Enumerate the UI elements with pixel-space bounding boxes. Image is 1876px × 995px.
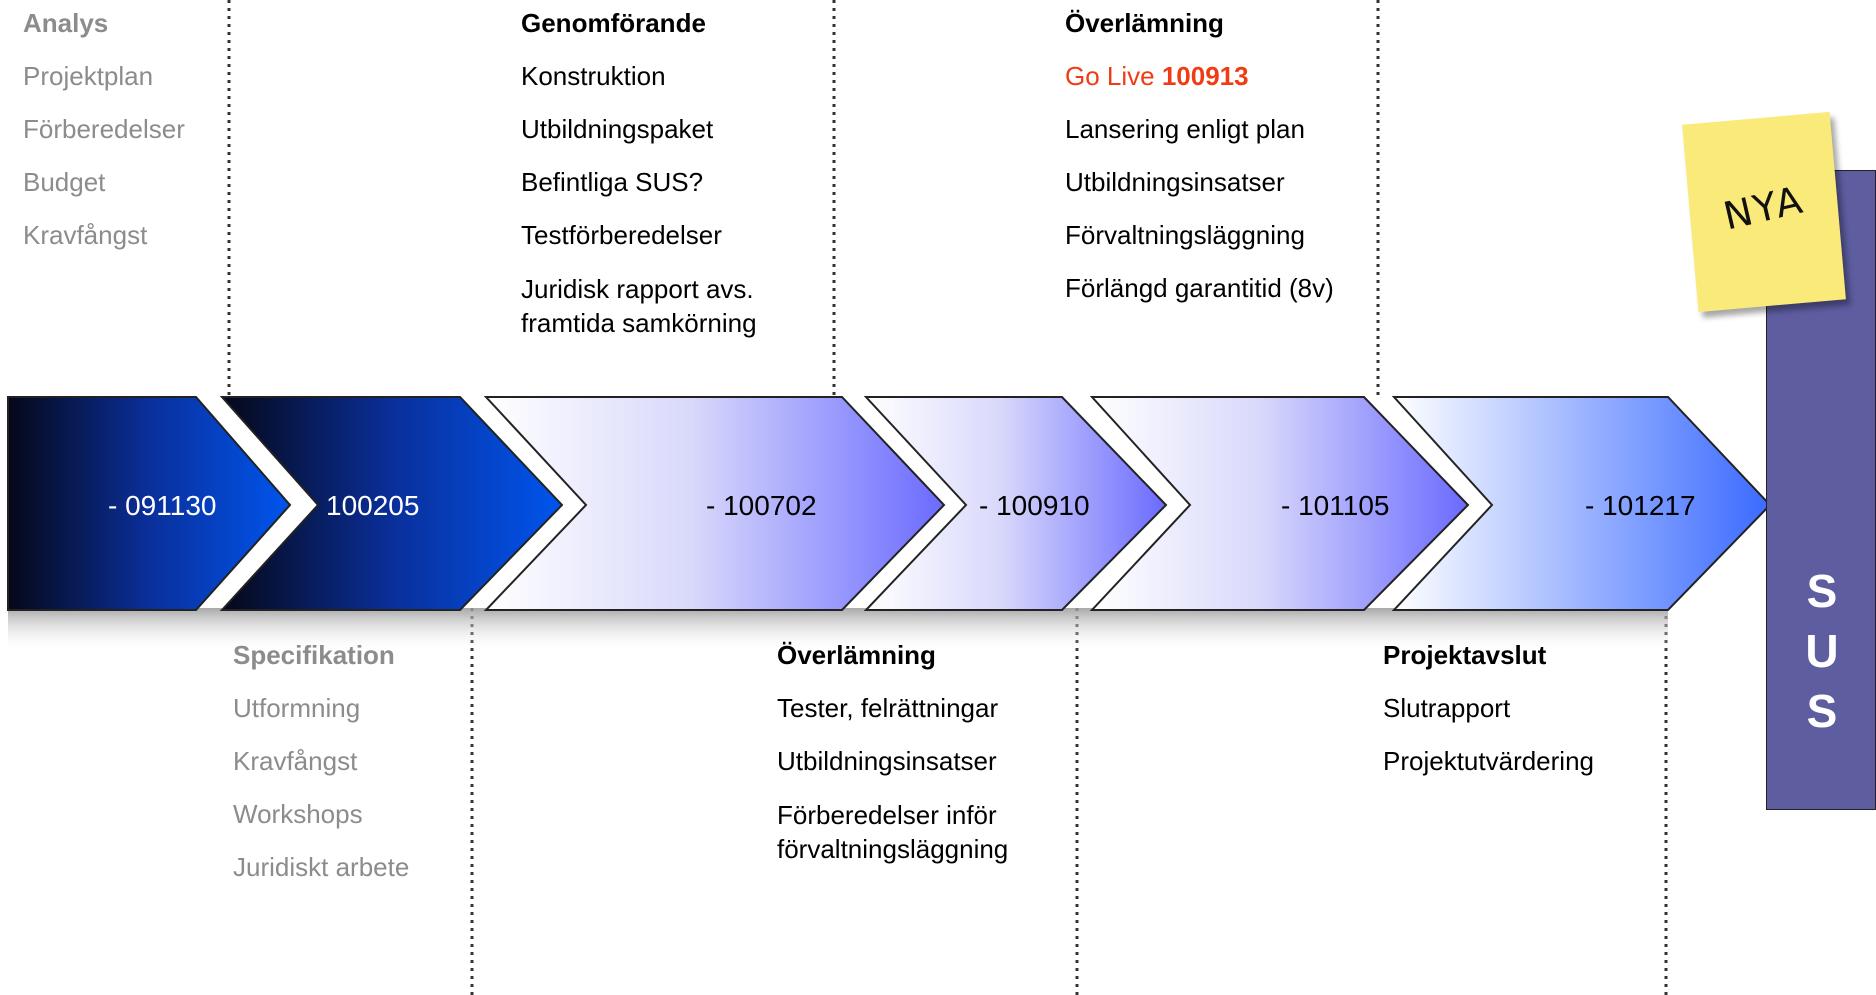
genomforande-item: Konstruktion — [521, 61, 666, 91]
chevron-1 — [7, 396, 292, 611]
analys-item: Budget — [23, 167, 106, 197]
specifikation-item: Juridiskt arbete — [233, 852, 410, 882]
chevron-5 — [1089, 396, 1470, 611]
overlamning-bottom-block: Överlämning Tester, felrättningar Utbild… — [777, 629, 1008, 866]
overlamning-bottom-item: Utbildningsinsatser — [777, 746, 997, 776]
sticky-note: NYA — [1682, 111, 1846, 313]
projektavslut-item: Slutrapport — [1383, 693, 1511, 723]
chevron-label-4: - 100910 — [979, 490, 1090, 521]
analys-block: Analys Projektplan Förberedelser Budget … — [23, 0, 185, 262]
specifikation-title: Specifikation — [233, 640, 395, 670]
genomforande-item: Testförberedelser — [521, 220, 722, 250]
wrapped-line: framtida samkörning — [521, 308, 757, 338]
projektavslut-block: Projektavslut Slutrapport Projektutvärde… — [1383, 629, 1594, 788]
overlamning-bottom-wrapped-item: Förberedelser inför förvaltningsläggning — [777, 788, 1008, 866]
chevron-3 — [483, 396, 946, 611]
specifikation-item: Utformning — [233, 693, 361, 723]
overlamning-bottom-item: Tester, felrättningar — [777, 693, 999, 723]
genomforande-title: Genomförande — [521, 8, 706, 38]
go-live-label: Go Live — [1065, 61, 1155, 91]
wrapped-line: Juridisk rapport avs. — [521, 274, 754, 304]
sus-letter: U — [1805, 625, 1839, 677]
chevron-label-2: 100205 — [326, 490, 419, 521]
projektavslut-item: Projektutvärdering — [1383, 746, 1594, 776]
analys-item: Kravfångst — [23, 220, 148, 250]
genomforande-wrapped-item: Juridisk rapport avs. framtida samkörnin… — [521, 262, 757, 340]
projektavslut-title: Projektavslut — [1383, 640, 1547, 670]
sticky-note-text: NYA — [1719, 177, 1808, 239]
wrapped-line: Förberedelser inför — [777, 800, 997, 830]
specifikation-block: Specifikation Utformning Kravfångst Work… — [233, 629, 409, 894]
sus-letters: S U S — [1767, 561, 1876, 741]
arrow-shadow — [8, 608, 1668, 652]
specifikation-item: Kravfångst — [233, 746, 358, 776]
sus-letter: S — [1806, 565, 1838, 617]
wrapped-line: förvaltningsläggning — [777, 834, 1009, 864]
genomforande-item: Utbildningspaket — [521, 114, 714, 144]
specifikation-item: Workshops — [233, 799, 363, 829]
sus-letter: S — [1806, 685, 1838, 737]
overlamning-top-item: Utbildningsinsatser — [1065, 167, 1285, 197]
genomforande-item: Befintliga SUS? — [521, 167, 704, 197]
overlamning-top-item: Lansering enligt plan — [1065, 114, 1305, 144]
overlamning-top-block: Överlämning Go Live 100913 Lansering enl… — [1065, 0, 1334, 315]
dotted-dividers — [227, 0, 1668, 995]
chevron-2 — [219, 396, 564, 611]
overlamning-top-title: Överlämning — [1065, 8, 1224, 38]
chevron-label-3: - 100702 — [706, 490, 817, 521]
chevron-4 — [863, 396, 1168, 611]
genomforande-block: Genomförande Konstruktion Utbildningspak… — [521, 0, 757, 340]
overlamning-top-item: Förlängd garantitid (8v) — [1065, 273, 1334, 303]
analys-item: Förberedelser — [23, 114, 185, 144]
go-live-line: Go Live 100913 — [1065, 50, 1334, 103]
overlamning-top-item: Förvaltningsläggning — [1065, 220, 1305, 250]
chevron-6 — [1391, 396, 1772, 611]
overlamning-bottom-title: Överlämning — [777, 640, 936, 670]
phase-chevrons — [7, 396, 1772, 611]
go-live-date: 100913 — [1161, 61, 1249, 91]
analys-title: Analys — [23, 8, 109, 38]
chevron-label-5: - 101105 — [1281, 490, 1389, 521]
chevron-label-6: - 101217 — [1585, 490, 1696, 521]
analys-item: Projektplan — [23, 61, 154, 91]
chevron-label-1: - 091130 — [108, 490, 216, 521]
